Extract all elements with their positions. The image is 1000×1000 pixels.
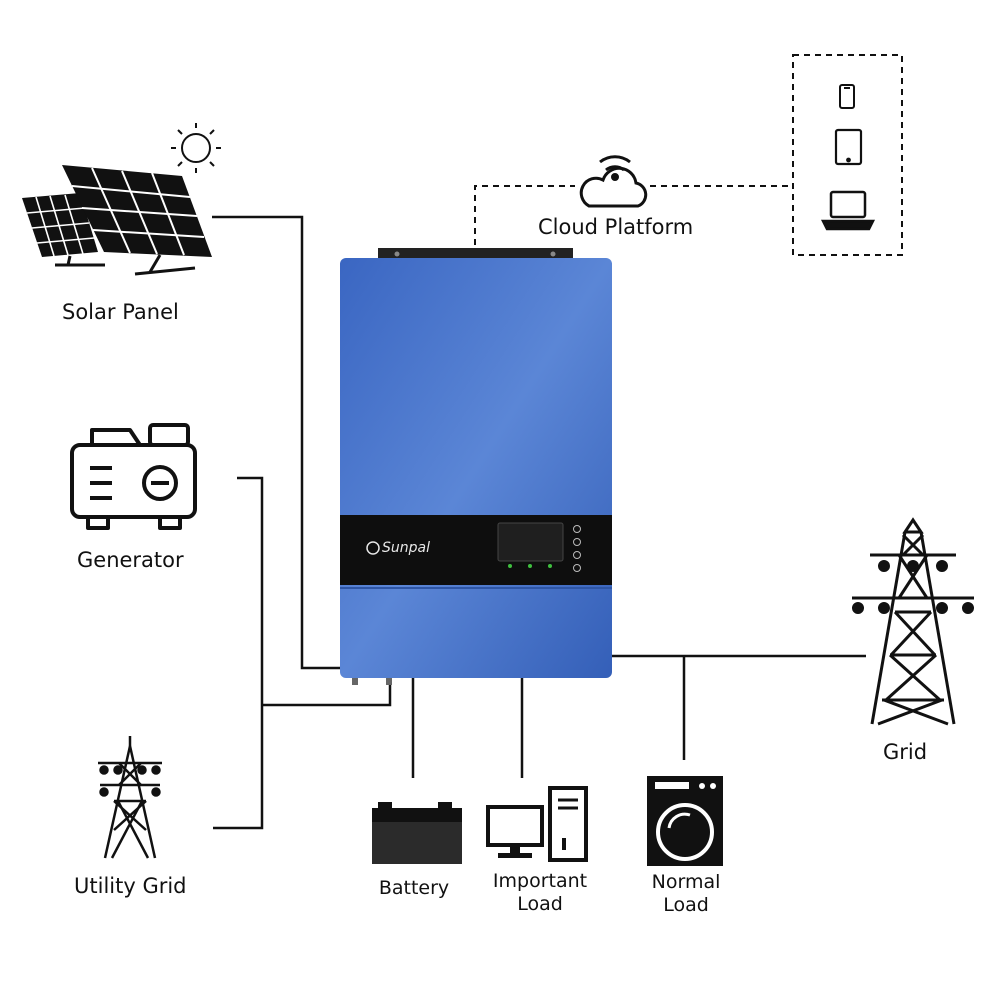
important-load-label-line2: Load [517, 893, 563, 915]
grid-tower-icon [852, 517, 974, 726]
washing-machine-icon [647, 776, 723, 866]
generator-label: Generator [77, 548, 184, 572]
laptop-icon [820, 190, 876, 231]
tablet-icon [834, 128, 863, 166]
inverter-body [340, 258, 612, 678]
solar-line [212, 215, 342, 670]
phone-icon [839, 84, 855, 109]
cloud-wifi-icon [579, 155, 648, 208]
utility-grid-tower-icon [98, 736, 162, 859]
cloud-dashed-lines [474, 54, 903, 256]
grid-label: Grid [883, 740, 928, 764]
inverter-terminals [352, 678, 392, 685]
solar-panel-label: Solar Panel [62, 300, 179, 324]
cloud-platform-label: Cloud Platform [538, 215, 694, 239]
important-load-label-line1: Important [492, 870, 588, 892]
sun-icon [171, 123, 221, 173]
front-solar-panel [62, 165, 212, 276]
inverter-unit [340, 248, 612, 685]
back-solar-panel [22, 193, 105, 267]
connection-lines [212, 215, 866, 830]
inverter-control-panel [340, 515, 612, 585]
led-indicators [508, 564, 552, 568]
normal-load-label-line2: Load [663, 894, 709, 916]
generator-icon [70, 423, 197, 530]
solar-panel-icon [22, 165, 212, 276]
battery-icon [372, 802, 462, 864]
battery-label: Battery [378, 877, 450, 899]
gen-to-inverter-line [262, 678, 392, 707]
utility-grid-label: Utility Grid [74, 874, 187, 898]
desktop-computer-icon [486, 786, 588, 862]
normal-load-label-line1: Normal [651, 871, 721, 893]
control-buttons [573, 525, 581, 572]
inverter-brand-logo: Sunpal [382, 540, 430, 556]
lcd-screen [497, 522, 564, 562]
generator-line [213, 476, 264, 830]
mounting-bracket [378, 248, 573, 260]
